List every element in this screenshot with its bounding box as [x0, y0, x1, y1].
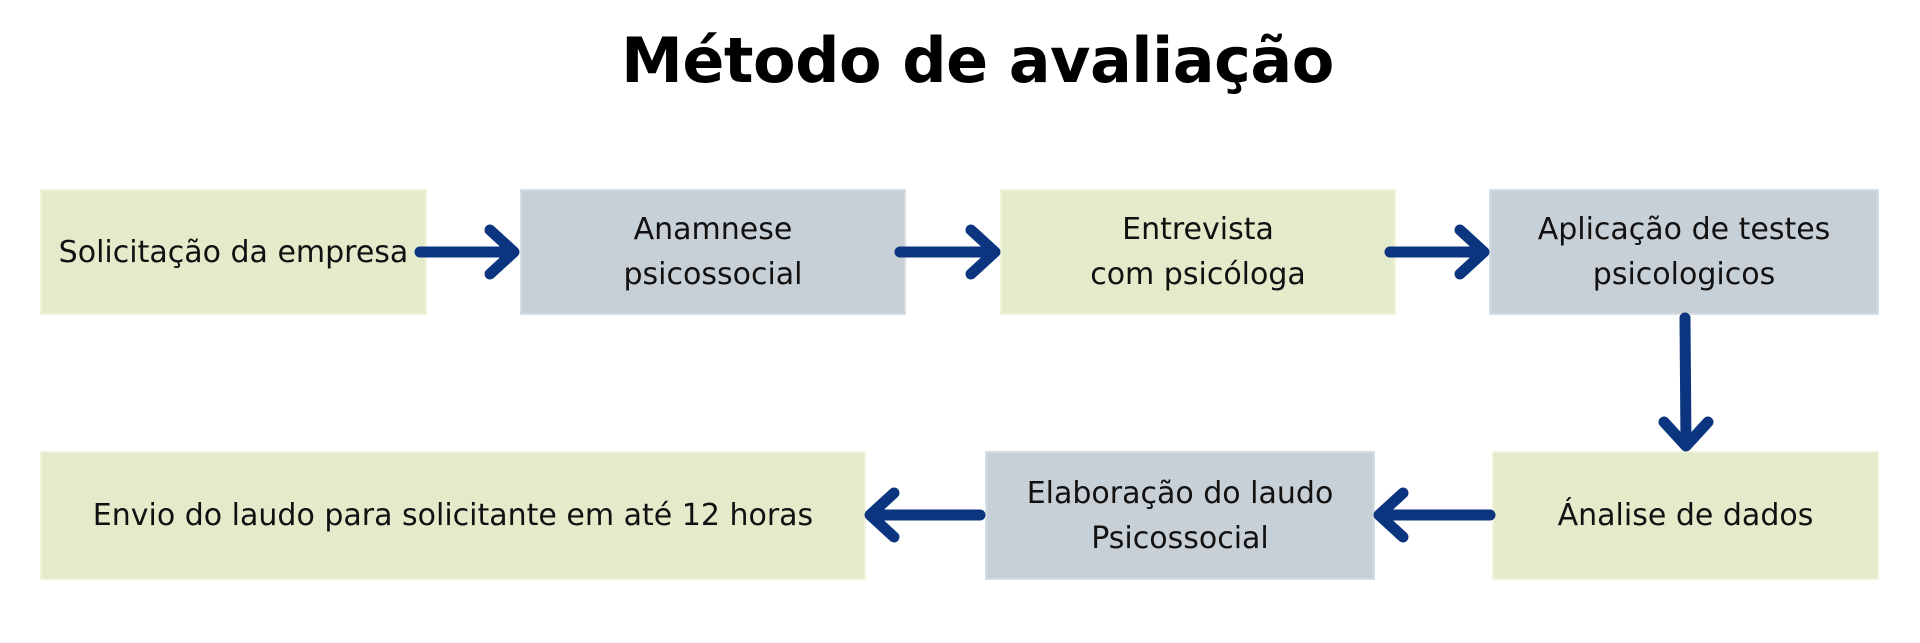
arrow-down — [1658, 312, 1714, 452]
step-label: Solicitação da empresa — [58, 234, 409, 270]
step-solicitacao: Solicitação da empresa — [40, 189, 427, 315]
arrow-left-2 — [864, 487, 986, 543]
arrow-right-1 — [414, 224, 520, 280]
step-label: Ánalise de dados — [1557, 498, 1814, 533]
step-label: Elaboração do laudo Psicossocial — [1026, 475, 1334, 556]
step-label: Anamnese psicossocial — [623, 212, 803, 292]
step-label: Envio do laudo para solicitante em até 1… — [92, 498, 814, 533]
arrow-right-3 — [1384, 224, 1490, 280]
step-anamnese: Anamnese psicossocial — [520, 189, 906, 315]
arrow-left-1 — [1373, 487, 1496, 543]
step-entrevista: Entrevista com psicóloga — [1000, 189, 1396, 315]
arrow-right-2 — [894, 224, 1001, 280]
step-label: Aplicação de testes psicologicos — [1537, 212, 1831, 292]
step-aplicacao-testes: Aplicação de testes psicologicos — [1489, 189, 1879, 315]
step-analise-dados: Ánalise de dados — [1492, 451, 1879, 580]
step-label: Entrevista com psicóloga — [1090, 212, 1306, 292]
step-envio-laudo: Envio do laudo para solicitante em até 1… — [40, 451, 866, 580]
diagram-title: Método de avaliação — [621, 24, 1334, 97]
step-elaboracao-laudo: Elaboração do laudo Psicossocial — [985, 451, 1375, 580]
